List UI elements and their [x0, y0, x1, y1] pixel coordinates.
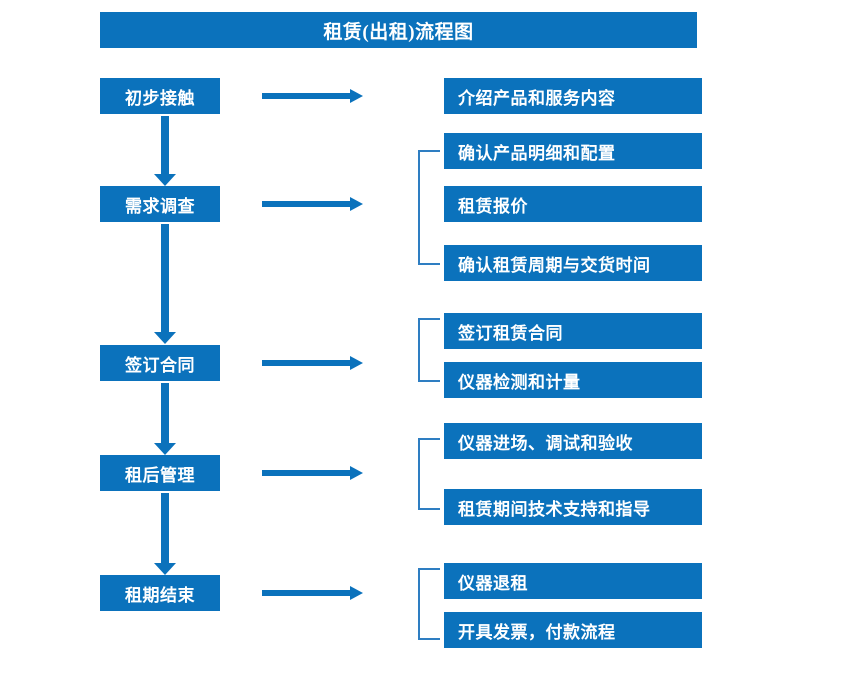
arrow-shaft	[262, 590, 350, 596]
group-bracket-4	[418, 438, 440, 510]
detail-box-1-1[interactable]: 介绍产品和服务内容	[444, 78, 702, 114]
stage-box-3[interactable]: 签订合同	[100, 345, 220, 381]
arrow-shaft	[262, 93, 350, 99]
detail-box-2-3[interactable]: 确认租赁周期与交货时间	[444, 245, 702, 281]
arrow-head-down-icon	[154, 174, 176, 186]
detail-box-5-1[interactable]: 仪器退租	[444, 563, 702, 599]
arrow-head-down-icon	[154, 563, 176, 575]
group-bracket-3	[418, 318, 440, 382]
arrow-shaft	[262, 360, 350, 366]
branch-arrow-right-5	[262, 584, 363, 602]
stage-box-5[interactable]: 租期结束	[100, 575, 220, 611]
flow-arrow-down-2	[154, 224, 176, 344]
arrow-head-down-icon	[154, 443, 176, 455]
flow-arrow-down-3	[154, 383, 176, 455]
arrow-shaft	[161, 224, 169, 332]
flow-arrow-down-4	[154, 493, 176, 575]
detail-box-2-1[interactable]: 确认产品明细和配置	[444, 133, 702, 169]
detail-box-5-2[interactable]: 开具发票，付款流程	[444, 612, 702, 648]
group-bracket-2	[418, 150, 440, 265]
branch-arrow-right-1	[262, 87, 363, 105]
detail-box-2-2[interactable]: 租赁报价	[444, 186, 702, 222]
arrow-shaft	[262, 470, 350, 476]
branch-arrow-right-2	[262, 195, 363, 213]
stage-box-1[interactable]: 初步接触	[100, 78, 220, 114]
arrow-head-right-icon	[350, 466, 363, 480]
arrow-head-right-icon	[350, 586, 363, 600]
detail-box-4-1[interactable]: 仪器进场、调试和验收	[444, 423, 702, 459]
arrow-head-right-icon	[350, 197, 363, 211]
stage-box-4[interactable]: 租后管理	[100, 455, 220, 491]
arrow-head-right-icon	[350, 89, 363, 103]
arrow-head-down-icon	[154, 332, 176, 344]
arrow-shaft	[161, 383, 169, 443]
group-bracket-5	[418, 568, 440, 640]
branch-arrow-right-3	[262, 354, 363, 372]
detail-box-4-2[interactable]: 租赁期间技术支持和指导	[444, 489, 702, 525]
arrow-head-right-icon	[350, 356, 363, 370]
detail-box-3-2[interactable]: 仪器检测和计量	[444, 362, 702, 398]
arrow-shaft	[161, 493, 169, 563]
branch-arrow-right-4	[262, 464, 363, 482]
flow-arrow-down-1	[154, 116, 176, 186]
detail-box-3-1[interactable]: 签订租赁合同	[444, 313, 702, 349]
diagram-title: 租赁(出租)流程图	[100, 12, 697, 48]
stage-box-2[interactable]: 需求调查	[100, 186, 220, 222]
arrow-shaft	[161, 116, 169, 174]
arrow-shaft	[262, 201, 350, 207]
